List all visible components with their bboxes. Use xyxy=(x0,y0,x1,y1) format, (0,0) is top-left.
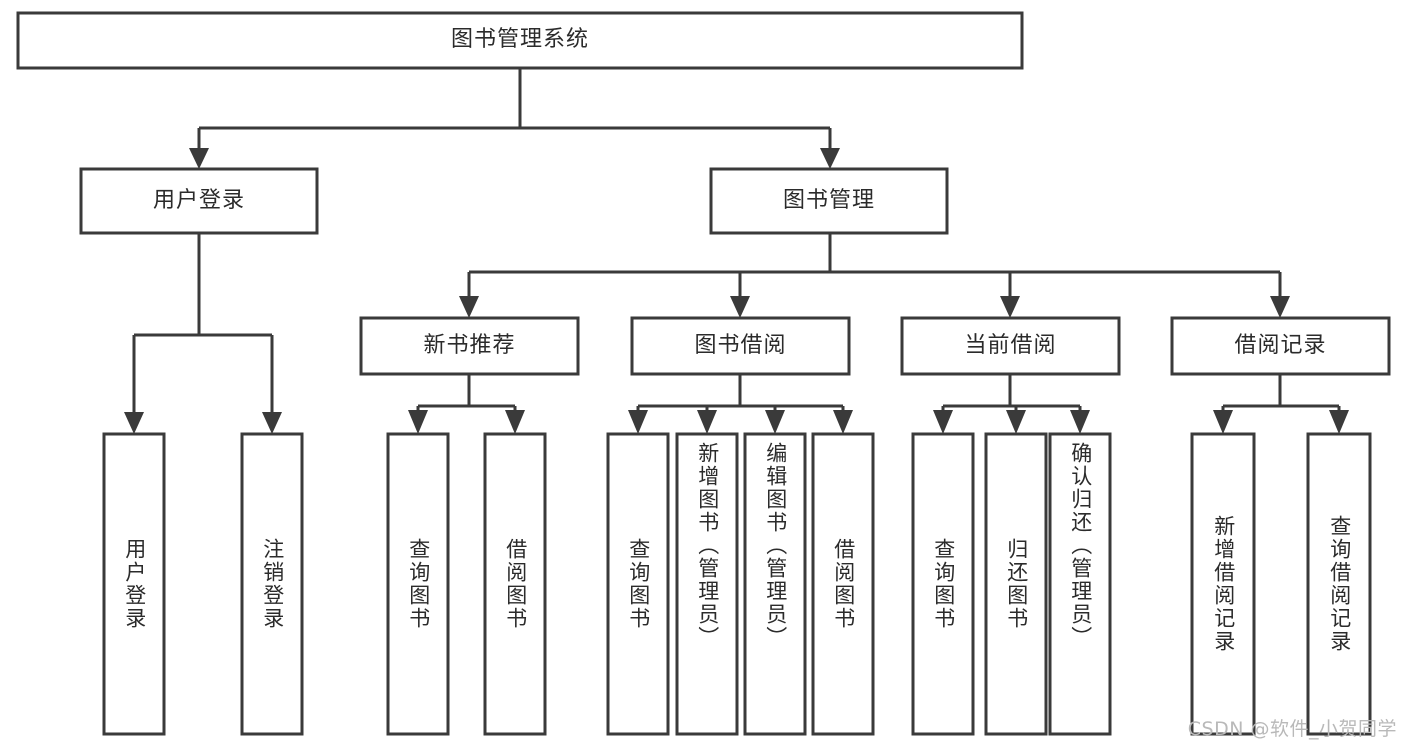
arrow-head-book-borrow xyxy=(730,296,750,318)
edge-book-manage-to-level3 xyxy=(467,233,1282,296)
leaf-user-logout-box[interactable] xyxy=(240,432,304,736)
leaf-return-book-box[interactable] xyxy=(984,432,1048,736)
edge-new-book-rec-to-leaves xyxy=(416,374,517,412)
leaf-query-book-2-box[interactable] xyxy=(606,432,670,736)
arrow-head-leaf-confirm-return xyxy=(1070,410,1090,434)
node-root-box[interactable] xyxy=(16,11,1024,70)
arrow-head-current-borrow xyxy=(1000,296,1020,318)
arrow-head-book-manage xyxy=(820,148,840,169)
arrow-head-leaf-edit-book xyxy=(765,410,785,434)
arrow-head-borrow-record xyxy=(1270,296,1290,318)
leaf-confirm-return-box[interactable] xyxy=(1048,432,1112,736)
arrow-head-leaf-borrow-book-2 xyxy=(833,410,853,434)
arrow-head-user-login xyxy=(189,148,209,169)
node-book-borrow-box[interactable] xyxy=(630,316,851,376)
edge-book-borrow-to-leaves xyxy=(636,374,845,412)
edge-borrow-record-to-leaves xyxy=(1221,374,1341,412)
leaf-add-record-box[interactable] xyxy=(1190,432,1256,736)
leaf-query-record-box[interactable] xyxy=(1306,432,1372,736)
leaf-user-login-box[interactable] xyxy=(102,432,166,736)
arrow-head-leaf-user-login xyxy=(124,412,144,434)
leaf-borrow-book-1-box[interactable] xyxy=(483,432,547,736)
edge-root-to-level2 xyxy=(197,68,832,148)
arrow-head-leaf-user-logout xyxy=(262,412,282,434)
arrow-head-leaf-return-book xyxy=(1006,410,1026,434)
leaf-query-book-3-box[interactable] xyxy=(911,432,975,736)
arrow-head-leaf-query-book-1 xyxy=(408,410,428,434)
node-book-manage-box[interactable] xyxy=(709,167,949,235)
arrow-head-leaf-query-book-2 xyxy=(628,410,648,434)
arrow-head-leaf-add-book xyxy=(697,410,717,434)
leaf-borrow-book-2-box[interactable] xyxy=(811,432,875,736)
node-current-borrow-box[interactable] xyxy=(900,316,1121,376)
leaf-query-book-1-box[interactable] xyxy=(386,432,450,736)
arrow-head-leaf-query-record xyxy=(1329,410,1349,434)
arrow-head-leaf-add-record xyxy=(1213,410,1233,434)
arrow-head-new-book-rec xyxy=(459,296,479,318)
leaf-add-book-box[interactable] xyxy=(675,432,739,736)
edge-user-login-to-leaves xyxy=(132,233,274,412)
leaf-edit-book-box[interactable] xyxy=(743,432,807,736)
arrow-head-leaf-borrow-book-1 xyxy=(505,410,525,434)
edge-current-borrow-to-leaves xyxy=(941,374,1082,412)
node-user-login-box[interactable] xyxy=(79,167,319,235)
arrow-head-leaf-query-book-3 xyxy=(933,410,953,434)
node-borrow-record-box[interactable] xyxy=(1170,316,1391,376)
node-new-book-rec-box[interactable] xyxy=(359,316,580,376)
